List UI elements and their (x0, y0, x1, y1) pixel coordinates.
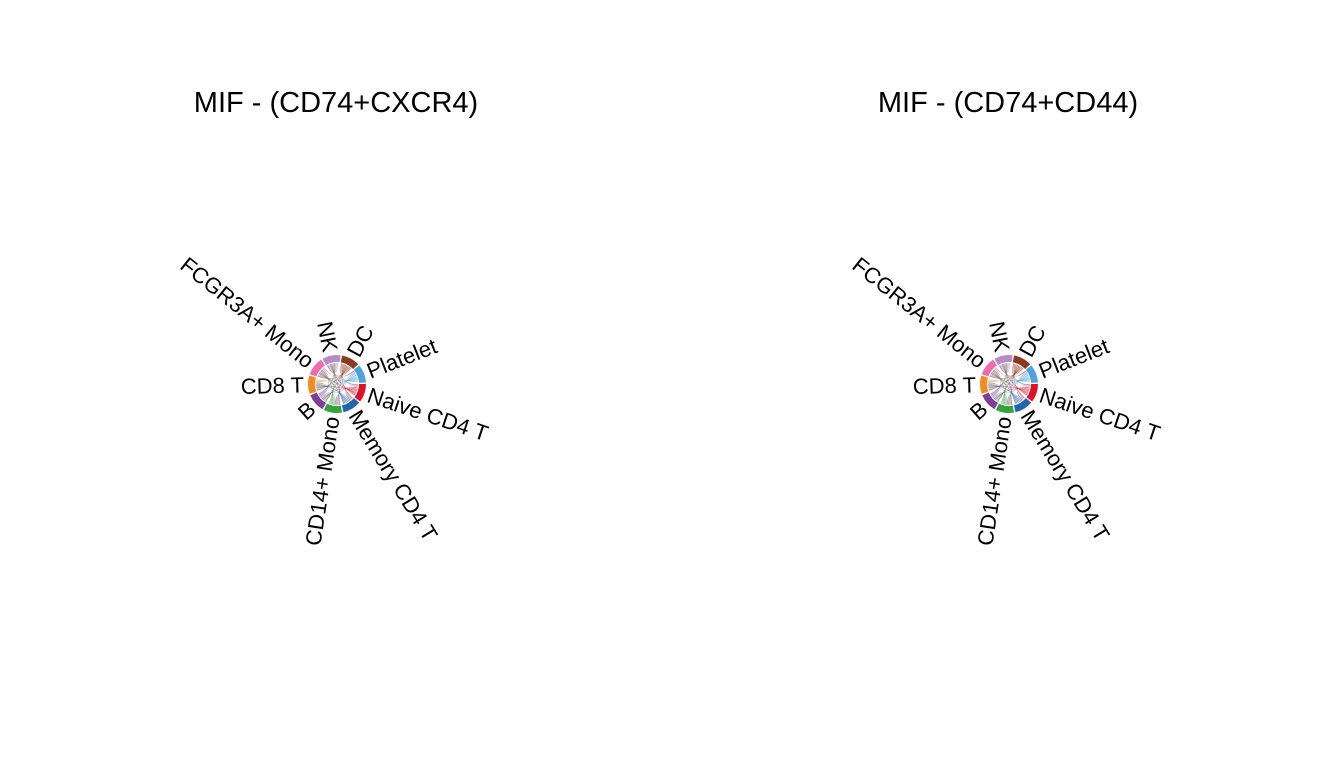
chord-link (318, 363, 336, 395)
sector-arc (310, 392, 326, 410)
chord-link (993, 391, 1021, 403)
chord-link (320, 370, 333, 405)
sector-arc (308, 375, 317, 394)
panel-title: MIF - (CD74+CD44) (878, 87, 1138, 119)
sector-arc (994, 354, 1013, 365)
sector-label: FCGR3A+ Mono (848, 252, 991, 373)
chord-link (326, 365, 352, 376)
sector-arc (1025, 365, 1038, 383)
chord-link (988, 368, 1001, 383)
sector-label: DC (1014, 321, 1051, 361)
sector-arc (323, 403, 343, 413)
sector-label: FCGR3A+ Mono (176, 252, 319, 373)
sector-label: CD14+ Mono (973, 415, 1017, 548)
sector-arc (353, 365, 366, 383)
sector-arc (980, 375, 989, 394)
chord-link (991, 369, 1001, 396)
sector-arc (982, 392, 998, 410)
chord-link (316, 368, 329, 383)
chord-link (1013, 363, 1030, 386)
sector-label: CD8 T (241, 372, 305, 399)
sector-arc (341, 398, 360, 413)
sector-label: DC (342, 321, 379, 361)
sector-arc (354, 384, 366, 402)
sector-label: CD8 T (913, 372, 977, 399)
chord-link (322, 388, 358, 401)
chord-link (1010, 364, 1019, 405)
chord-link (319, 369, 329, 396)
chord-link (998, 365, 1024, 376)
chord-link (338, 364, 347, 405)
sector-arc (995, 403, 1015, 413)
chord-link (1000, 363, 1007, 404)
chord-link (321, 391, 349, 403)
chord-link (340, 363, 355, 377)
chord-link (344, 386, 358, 401)
chords (316, 363, 358, 406)
sector-label: NK (312, 319, 343, 354)
chord-link (344, 373, 356, 400)
chord-link (1012, 363, 1027, 377)
sector-label: NK (984, 319, 1015, 354)
sector-arc (981, 359, 998, 377)
sector-arc (1012, 355, 1031, 369)
sector-arc (1026, 384, 1038, 402)
sector-arc (322, 355, 341, 365)
sector-label: CD14+ Mono (301, 415, 345, 548)
sector-label: Platelet (1035, 333, 1112, 383)
chords (988, 363, 1030, 406)
sector-label: Platelet (363, 333, 440, 383)
chord-link (1016, 386, 1030, 401)
chord-link (990, 363, 1008, 395)
chord-link (341, 363, 358, 386)
sector-arc (1013, 398, 1032, 413)
chord-link (992, 392, 1007, 405)
chord-link (1016, 373, 1028, 400)
chord-link (992, 370, 1005, 405)
chord-link (320, 392, 335, 405)
panel-title: MIF - (CD74+CXCR4) (194, 87, 478, 119)
sector-arc (340, 355, 359, 369)
sector-arc (309, 359, 326, 377)
chord-link (328, 363, 335, 404)
chord-link (994, 388, 1030, 401)
